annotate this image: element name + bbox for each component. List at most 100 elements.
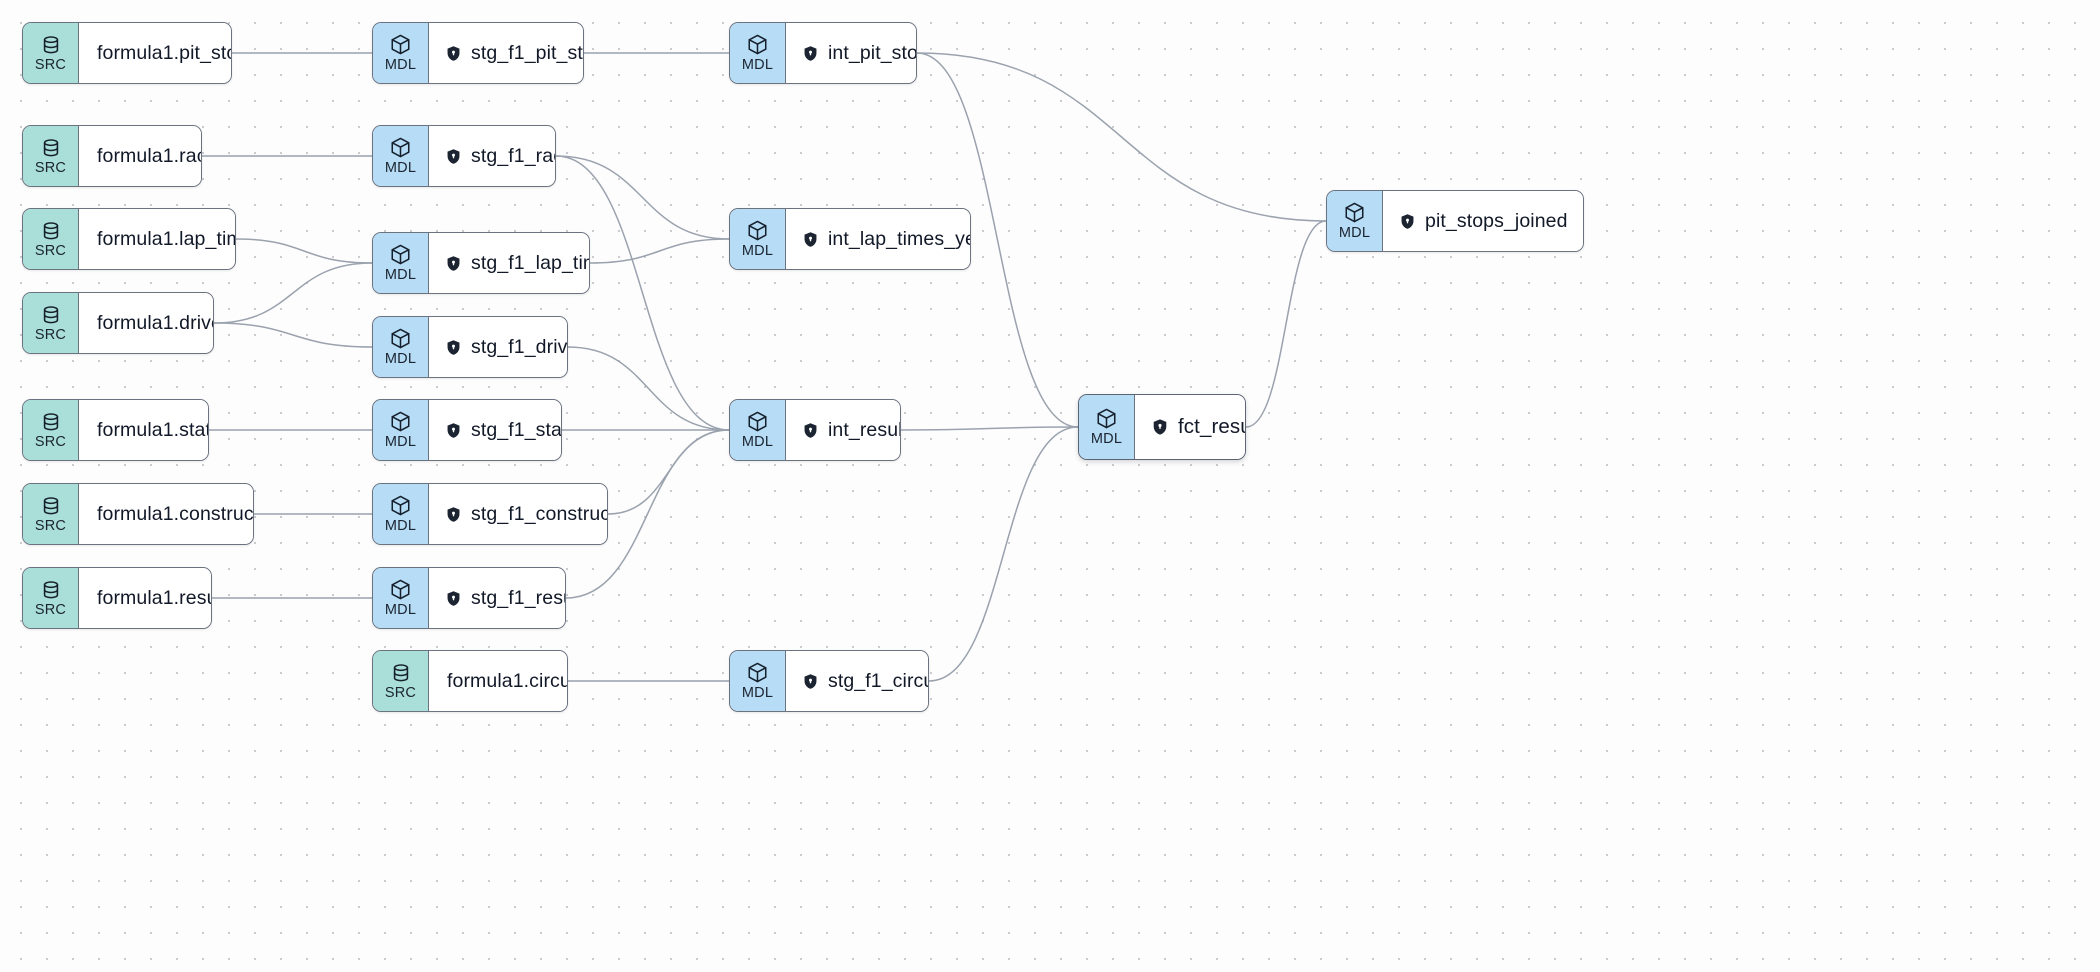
node-body: stg_f1_results <box>429 568 565 628</box>
cube-icon <box>389 578 412 601</box>
shield-lock-icon <box>445 590 462 607</box>
shield-lock-icon <box>1399 213 1416 230</box>
node-type-badge-mdl: MDL <box>373 484 429 544</box>
node-type-badge-src: SRC <box>373 651 429 711</box>
node-type-badge-label: MDL <box>1338 225 1371 241</box>
node-body: formula1.races <box>79 126 201 186</box>
graph-edge-stg_constructors-to-int_results <box>607 429 730 515</box>
node-label: formula1.lap_times <box>97 227 235 250</box>
node-label: formula1.pit_stops <box>97 41 231 64</box>
graph-node-stg_status[interactable]: MDL stg_f1_status <box>372 399 562 461</box>
graph-node-src_pit_stops[interactable]: SRC formula1.pit_stops <box>22 22 232 84</box>
graph-node-pit_stops_joined[interactable]: MDL pit_stops_joined <box>1326 190 1584 252</box>
graph-edge-stg_races-to-int_lap_times_years <box>555 155 730 240</box>
shield-lock-icon <box>445 148 462 165</box>
cube-icon <box>1095 407 1118 430</box>
node-type-badge-src: SRC <box>23 568 79 628</box>
node-body: int_pit_stops <box>786 23 917 83</box>
node-type-badge-label: SRC <box>384 684 417 701</box>
node-body: stg_f1_circuits <box>786 651 928 711</box>
shield-lock-icon <box>445 506 462 523</box>
cube-icon <box>746 410 769 433</box>
node-type-badge-src: SRC <box>23 126 79 186</box>
node-label: stg_f1_drivers <box>471 335 568 358</box>
node-type-badge-label: SRC <box>34 326 67 343</box>
node-type-badge-src: SRC <box>23 23 79 83</box>
cube-icon <box>389 243 412 266</box>
cube-icon <box>746 219 769 242</box>
node-label: int_pit_stops <box>828 41 917 64</box>
graph-node-int_pit_stops[interactable]: MDL int_pit_stops <box>729 22 917 84</box>
database-icon <box>390 662 412 684</box>
node-type-badge-label: SRC <box>34 159 67 176</box>
graph-node-stg_circuits[interactable]: MDL stg_f1_circuits <box>729 650 929 712</box>
node-type-badge-label: MDL <box>741 57 774 73</box>
cube-icon <box>389 327 412 350</box>
node-type-badge-src: SRC <box>23 293 79 353</box>
node-body: formula1.results <box>79 568 211 628</box>
node-body: int_lap_times_years <box>786 209 970 269</box>
node-type-badge-label: MDL <box>384 351 417 367</box>
node-body: stg_f1_status <box>429 400 562 460</box>
node-type-badge-mdl: MDL <box>373 23 429 83</box>
node-type-badge-mdl: MDL <box>1079 395 1135 459</box>
shield-lock-icon <box>1151 418 1169 436</box>
node-label: stg_f1_constructors <box>471 502 607 525</box>
node-type-badge-src: SRC <box>23 484 79 544</box>
node-body: formula1.constructors <box>79 484 253 544</box>
database-icon <box>40 34 62 56</box>
node-label: stg_f1_lap_times <box>471 251 589 274</box>
node-type-badge-label: MDL <box>741 243 774 259</box>
graph-node-src_races[interactable]: SRC formula1.races <box>22 125 202 187</box>
node-type-badge-mdl: MDL <box>730 651 786 711</box>
graph-node-src_results[interactable]: SRC formula1.results <box>22 567 212 629</box>
graph-node-stg_drivers[interactable]: MDL stg_f1_drivers <box>372 316 568 378</box>
graph-node-stg_constructors[interactable]: MDL stg_f1_constructors <box>372 483 608 545</box>
database-icon <box>40 411 62 433</box>
shield-lock-icon <box>445 339 462 356</box>
node-label: stg_f1_status <box>471 418 562 441</box>
shield-lock-icon <box>802 231 819 248</box>
node-type-badge-mdl: MDL <box>730 209 786 269</box>
node-body: fct_results <box>1135 395 1245 459</box>
graph-node-src_drivers[interactable]: SRC formula1.drivers <box>22 292 214 354</box>
node-body: formula1.drivers <box>79 293 213 353</box>
node-type-badge-label: SRC <box>34 433 67 450</box>
graph-edge-int_results-to-fct_results <box>900 426 1079 431</box>
cube-icon <box>389 33 412 56</box>
database-icon <box>40 137 62 159</box>
node-type-badge-label: MDL <box>384 434 417 450</box>
node-type-badge-label: SRC <box>34 601 67 618</box>
node-label: formula1.drivers <box>97 311 213 334</box>
graph-edge-src_drivers-to-stg_lap_times <box>213 262 373 324</box>
node-label: stg_f1_results <box>471 586 565 609</box>
node-type-badge-mdl: MDL <box>373 317 429 377</box>
shield-lock-icon <box>802 673 819 690</box>
graph-edge-int_pit_stops-to-pit_stops_joined <box>916 52 1327 222</box>
graph-edge-stg_lap_times-to-int_lap_times_years <box>589 238 730 264</box>
node-label: int_lap_times_years <box>828 227 970 250</box>
node-body: pit_stops_joined <box>1383 191 1583 251</box>
node-label: formula1.results <box>97 586 211 609</box>
shield-lock-icon <box>445 422 462 439</box>
node-type-badge-label: MDL <box>741 685 774 701</box>
cube-icon <box>389 410 412 433</box>
graph-node-int_lap_times_years[interactable]: MDL int_lap_times_years <box>729 208 971 270</box>
shield-lock-icon <box>445 45 462 62</box>
graph-node-src_constructors[interactable]: SRC formula1.constructors <box>22 483 254 545</box>
database-icon <box>40 220 62 242</box>
shield-lock-icon <box>445 255 462 272</box>
node-type-badge-label: SRC <box>34 517 67 534</box>
node-type-badge-label: MDL <box>384 518 417 534</box>
